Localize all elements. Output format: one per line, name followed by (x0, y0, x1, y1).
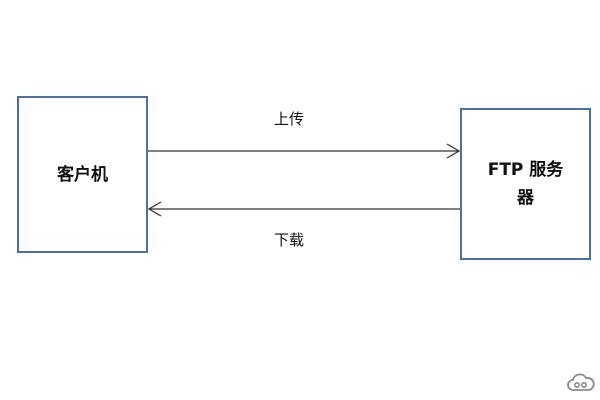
upload-arrow (148, 143, 461, 159)
server-node: FTP 服务器 (460, 108, 591, 260)
cloud-icon (567, 373, 595, 391)
download-label: 下载 (274, 231, 305, 249)
server-label: FTP 服务器 (487, 160, 564, 208)
client-node: 客户机 (17, 96, 148, 253)
upload-label: 上传 (274, 110, 305, 128)
client-label: 客户机 (57, 164, 108, 185)
download-arrow (147, 201, 460, 217)
